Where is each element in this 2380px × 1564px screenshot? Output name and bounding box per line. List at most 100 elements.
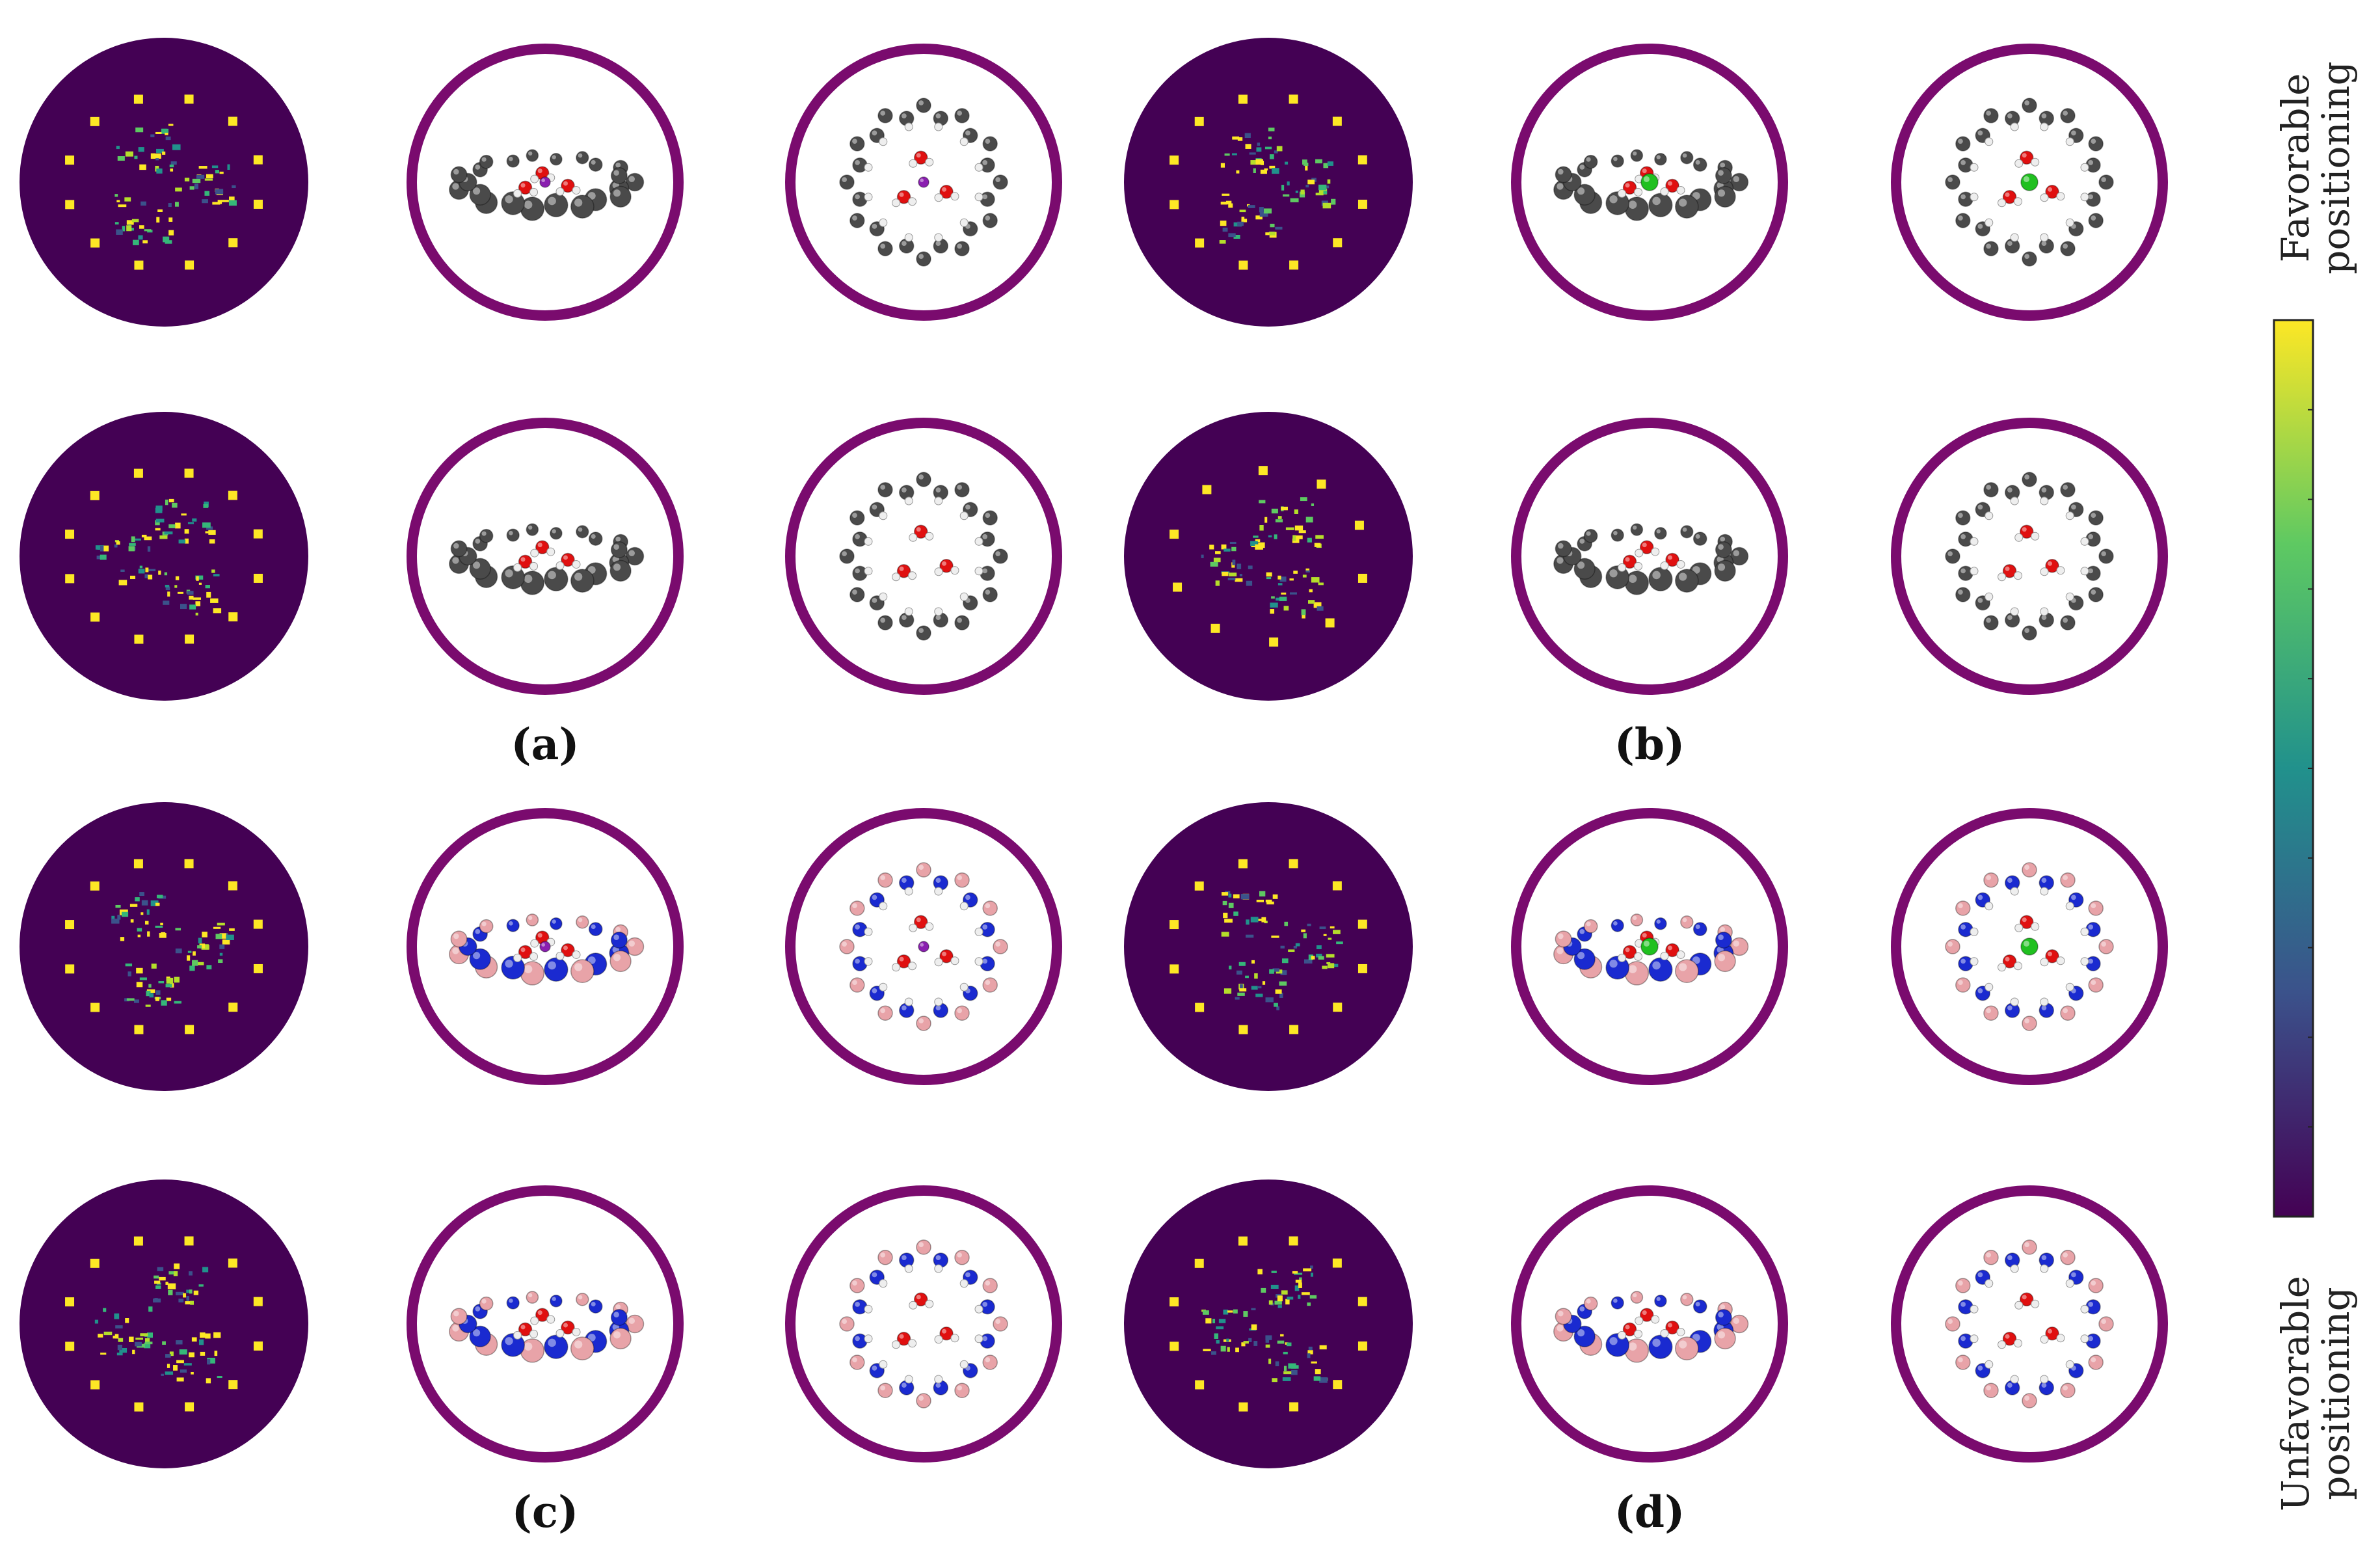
unfavorable-line1: Unfavorable	[2273, 1275, 2318, 1512]
atom-highlight	[872, 988, 877, 993]
cell-r2-c2	[785, 808, 1062, 1085]
atom-highlight	[2024, 865, 2029, 870]
atom-highlight	[1613, 531, 1618, 535]
atom-highlight	[2022, 527, 2027, 532]
hydrogen-atom	[974, 567, 983, 576]
density-map-background	[20, 802, 308, 1091]
density-pixel	[1253, 168, 1256, 174]
atom-highlight	[1642, 169, 1647, 174]
density-pixel	[1235, 1347, 1239, 1353]
oxygen-atom	[518, 554, 533, 569]
density-pixel	[1277, 516, 1282, 519]
density-pixel	[140, 201, 146, 206]
atom-highlight	[563, 945, 568, 951]
hydrogen-atom	[530, 548, 539, 558]
density-pixel	[1220, 201, 1228, 205]
atom-highlight	[855, 160, 860, 165]
carbon-atom	[2088, 213, 2104, 228]
density-pixel	[1274, 534, 1277, 539]
density-pixel	[206, 1378, 211, 1384]
atom-highlight	[1958, 980, 1963, 985]
atom-position-marker	[65, 574, 75, 584]
atom-highlight	[2088, 568, 2094, 574]
density-pixel	[1275, 519, 1283, 522]
density-pixel	[1250, 160, 1258, 165]
density-pixel	[1264, 146, 1272, 150]
density-pixel	[1228, 902, 1234, 908]
cell-r1-c4	[1511, 418, 1788, 695]
density-pixel	[1229, 965, 1232, 970]
atom-position-marker	[65, 1342, 75, 1351]
oxygen-atom	[939, 1327, 954, 1341]
density-pixel	[1211, 1351, 1216, 1355]
density-pixel	[180, 1369, 187, 1373]
carbon-atom	[2060, 241, 2076, 256]
density-pixel	[1256, 899, 1264, 902]
density-pixel	[175, 522, 181, 529]
hydrogen-atom	[1660, 187, 1669, 196]
atom-highlight	[2007, 241, 2012, 247]
view-ring	[1891, 418, 2168, 695]
density-pixel	[145, 567, 149, 573]
density-pixel	[1313, 1376, 1321, 1381]
cell-r2-c3	[1124, 802, 1413, 1091]
oxygen-atom	[1665, 552, 1679, 567]
atom-highlight	[520, 183, 526, 188]
carbon-atom	[2088, 587, 2104, 602]
density-pixel	[1216, 1340, 1220, 1344]
cell-r3-c0	[20, 1180, 308, 1468]
atom-highlight	[2041, 1255, 2047, 1260]
density-pixel	[1323, 934, 1327, 936]
atom-highlight	[902, 1005, 907, 1011]
density-pixel	[1260, 169, 1267, 174]
atom-highlight	[1652, 1338, 1661, 1347]
atom-highlight	[453, 543, 459, 549]
atom-position-marker	[253, 199, 263, 209]
carbon-atom	[1573, 558, 1596, 580]
density-pixel	[1257, 142, 1261, 146]
atom-highlight	[1960, 568, 1966, 574]
atom-highlight	[2024, 474, 2029, 480]
density-pixel	[168, 1271, 174, 1274]
atom-highlight	[628, 550, 635, 557]
density-pixel	[1239, 574, 1243, 576]
atom-highlight	[957, 1008, 962, 1014]
atom-highlight	[2041, 1005, 2047, 1011]
atom-position-marker	[184, 94, 194, 104]
density-pixel	[1268, 1300, 1273, 1305]
nitrogen-atom	[1715, 1308, 1732, 1326]
atom-highlight	[852, 1280, 857, 1286]
carbon-atom	[2088, 136, 2104, 152]
density-pixel	[187, 955, 191, 961]
density-pixel	[1270, 223, 1275, 228]
density-pixel	[1271, 596, 1275, 599]
oxygen-atom	[2019, 524, 2034, 539]
atom-highlight	[552, 155, 556, 159]
density-pixel	[1317, 606, 1324, 611]
density-pixel	[141, 534, 147, 538]
density-pixel	[1319, 1377, 1328, 1383]
density-pixel	[1239, 209, 1246, 213]
atom-position-marker	[90, 491, 100, 500]
boron-atom	[1674, 1336, 1699, 1361]
oxygen-atom	[1639, 1308, 1654, 1322]
hydrogen-atom	[904, 887, 913, 896]
carbon-atom	[954, 108, 970, 124]
hydrogen-atom	[555, 561, 565, 570]
density-pixel	[1283, 1371, 1292, 1375]
atom-highlight	[1668, 945, 1673, 951]
density-pixel	[1221, 932, 1229, 937]
chloride-ion	[1640, 173, 1659, 191]
density-map-background	[20, 1180, 308, 1468]
density-pixel	[1254, 973, 1258, 979]
atom-highlight	[872, 224, 877, 229]
density-pixel	[1238, 962, 1246, 966]
hydrogen-atom	[2014, 533, 2024, 542]
density-pixel	[125, 1317, 129, 1323]
density-pixel	[222, 939, 230, 945]
density-pixel	[1253, 535, 1259, 538]
atom-position-marker	[253, 1341, 263, 1351]
density-pixel	[1314, 543, 1321, 547]
density-pixel	[1226, 200, 1232, 204]
atom-highlight	[1720, 536, 1726, 542]
